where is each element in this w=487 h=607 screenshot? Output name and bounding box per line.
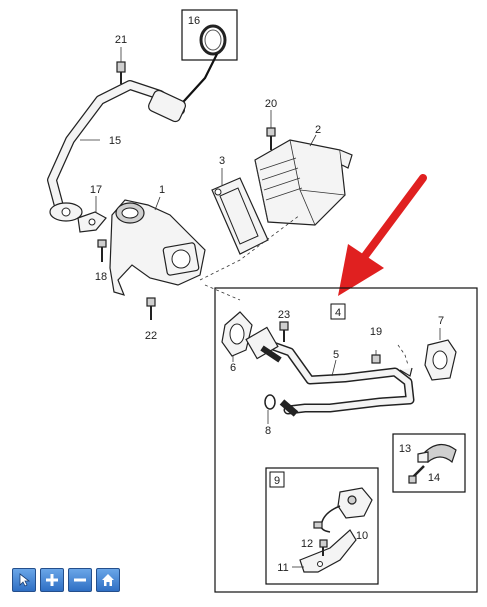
gasket-6 bbox=[221, 311, 253, 357]
part-label-23: 23 bbox=[278, 309, 290, 321]
gasket-ring-16 bbox=[199, 24, 227, 56]
assembly-line-lower bbox=[204, 284, 241, 301]
part-label-21: 21 bbox=[115, 34, 127, 46]
label-box-4 bbox=[330, 303, 346, 320]
leader-2 bbox=[309, 134, 317, 147]
gasket-3 bbox=[211, 177, 269, 255]
part-label-4: 4 bbox=[335, 307, 341, 319]
clamp-13 bbox=[417, 443, 457, 464]
egr-cooler-2 bbox=[254, 139, 353, 226]
part-label-11: 11 bbox=[277, 562, 288, 574]
part-label-9: 9 bbox=[274, 475, 280, 487]
part-label-19: 19 bbox=[370, 326, 382, 338]
cursor-icon bbox=[19, 573, 31, 587]
leader-1 bbox=[154, 196, 161, 211]
zoom-in-icon bbox=[46, 574, 58, 586]
label-box-9 bbox=[269, 471, 285, 488]
select-tool-button[interactable] bbox=[12, 568, 36, 592]
part-label-8: 8 bbox=[265, 425, 271, 437]
zoom-out-button[interactable] bbox=[68, 568, 92, 592]
assembly-line-upper bbox=[199, 214, 301, 281]
bolt-19 bbox=[371, 350, 381, 364]
part-label-22: 22 bbox=[145, 330, 157, 342]
part-label-5: 5 bbox=[333, 349, 339, 361]
bracket-11 bbox=[299, 529, 357, 573]
inset-box-16 bbox=[181, 9, 238, 61]
part-label-1: 1 bbox=[159, 184, 165, 196]
part-label-17: 17 bbox=[90, 184, 102, 196]
bolt-23 bbox=[279, 321, 289, 342]
bolt-18 bbox=[97, 239, 107, 262]
part-label-3: 3 bbox=[219, 155, 225, 167]
part-label-2: 2 bbox=[315, 124, 321, 136]
part-label-15: 15 bbox=[109, 135, 121, 147]
part-label-16: 16 bbox=[188, 15, 200, 27]
zoom-in-button[interactable] bbox=[40, 568, 64, 592]
gasket-7 bbox=[424, 339, 457, 381]
bolt-12 bbox=[319, 539, 328, 556]
inset-box-9 bbox=[265, 467, 379, 585]
home-button[interactable] bbox=[96, 568, 120, 592]
bolt-22 bbox=[146, 297, 156, 320]
bolt-14 bbox=[408, 465, 425, 484]
part-label-13: 13 bbox=[399, 443, 411, 455]
highlight-arrow bbox=[338, 174, 427, 296]
part-label-18: 18 bbox=[95, 271, 107, 283]
assembly-line-5 bbox=[397, 344, 409, 366]
part-label-20: 20 bbox=[265, 98, 277, 110]
egr-pipe-5 bbox=[245, 326, 415, 417]
part-label-6: 6 bbox=[230, 362, 236, 374]
home-icon bbox=[102, 574, 114, 586]
egr-valve-1 bbox=[109, 199, 206, 296]
part-label-14: 14 bbox=[428, 472, 440, 484]
zoom-out-icon bbox=[74, 578, 86, 582]
oring-8 bbox=[264, 394, 276, 410]
part-label-10: 10 bbox=[356, 530, 368, 542]
part-label-7: 7 bbox=[438, 315, 444, 327]
bolt-20 bbox=[266, 127, 276, 150]
gasket-17 bbox=[77, 211, 107, 233]
subassembly-frame-4 bbox=[214, 287, 478, 593]
sensor-10 bbox=[313, 487, 373, 533]
viewer-toolbar bbox=[12, 568, 120, 592]
part-label-12: 12 bbox=[301, 538, 313, 550]
egr-pipe-15 bbox=[47, 80, 187, 222]
leader-5 bbox=[331, 359, 337, 377]
bolt-21 bbox=[116, 61, 126, 84]
inset-box-13-14 bbox=[392, 433, 466, 493]
